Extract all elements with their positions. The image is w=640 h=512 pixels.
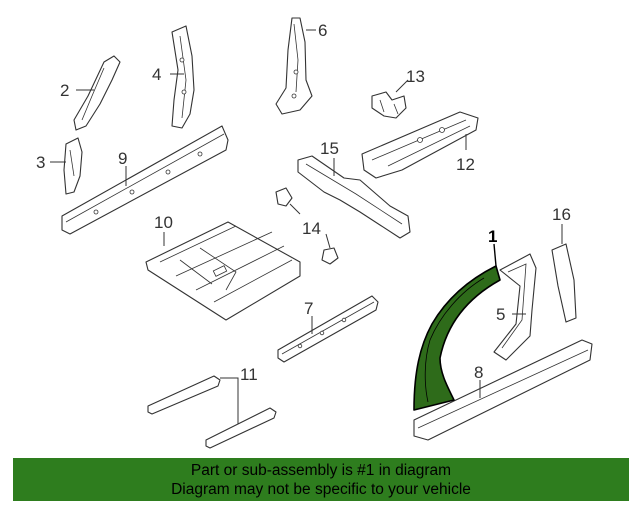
part-9-rocker-inner — [61, 125, 229, 235]
callout-15: 15 — [320, 139, 339, 158]
banner-line-1: Part or sub-assembly is #1 in diagram — [190, 462, 452, 479]
part-1-highlighted — [413, 265, 501, 411]
part-7-sill — [277, 295, 379, 363]
part-3-bracket — [63, 137, 83, 195]
callout-13: 13 — [406, 67, 425, 86]
callout-6: 6 — [318, 21, 327, 40]
callout-1: 1 — [488, 227, 497, 246]
callout-3: 3 — [36, 153, 45, 172]
part-8-rocker-outer — [413, 339, 593, 441]
callout-9: 9 — [118, 149, 127, 168]
part-4-pillar — [171, 25, 195, 129]
part-6-pillar — [275, 17, 313, 115]
part-14-clips — [275, 187, 339, 265]
callout-4: 4 — [152, 65, 161, 84]
part-2-pillar-inner — [73, 55, 121, 131]
callout-10: 10 — [154, 213, 173, 232]
callout-5: 5 — [496, 305, 505, 324]
callout-7: 7 — [304, 299, 313, 318]
part-15-reinforcement — [297, 155, 411, 239]
part-13-bracket — [371, 91, 407, 119]
part-10-floor-pan — [145, 221, 301, 321]
part-11-strips — [147, 375, 277, 449]
part-5-outer-pillar — [493, 253, 537, 361]
callout-12: 12 — [456, 155, 475, 174]
part-16-trim — [551, 243, 577, 323]
info-banner: Part or sub-assembly is #1 in diagram Di… — [13, 458, 629, 501]
part-12-crossmember — [361, 111, 479, 179]
callout-14: 14 — [302, 219, 321, 238]
callout-11: 11 — [240, 365, 258, 384]
callout-2: 2 — [60, 81, 69, 100]
callout-8: 8 — [474, 363, 483, 382]
parts-diagram: 6 4 2 3 9 13 — [36, 17, 593, 449]
banner-line-2: Diagram may not be specific to your vehi… — [171, 481, 471, 498]
callout-16: 16 — [552, 205, 571, 224]
